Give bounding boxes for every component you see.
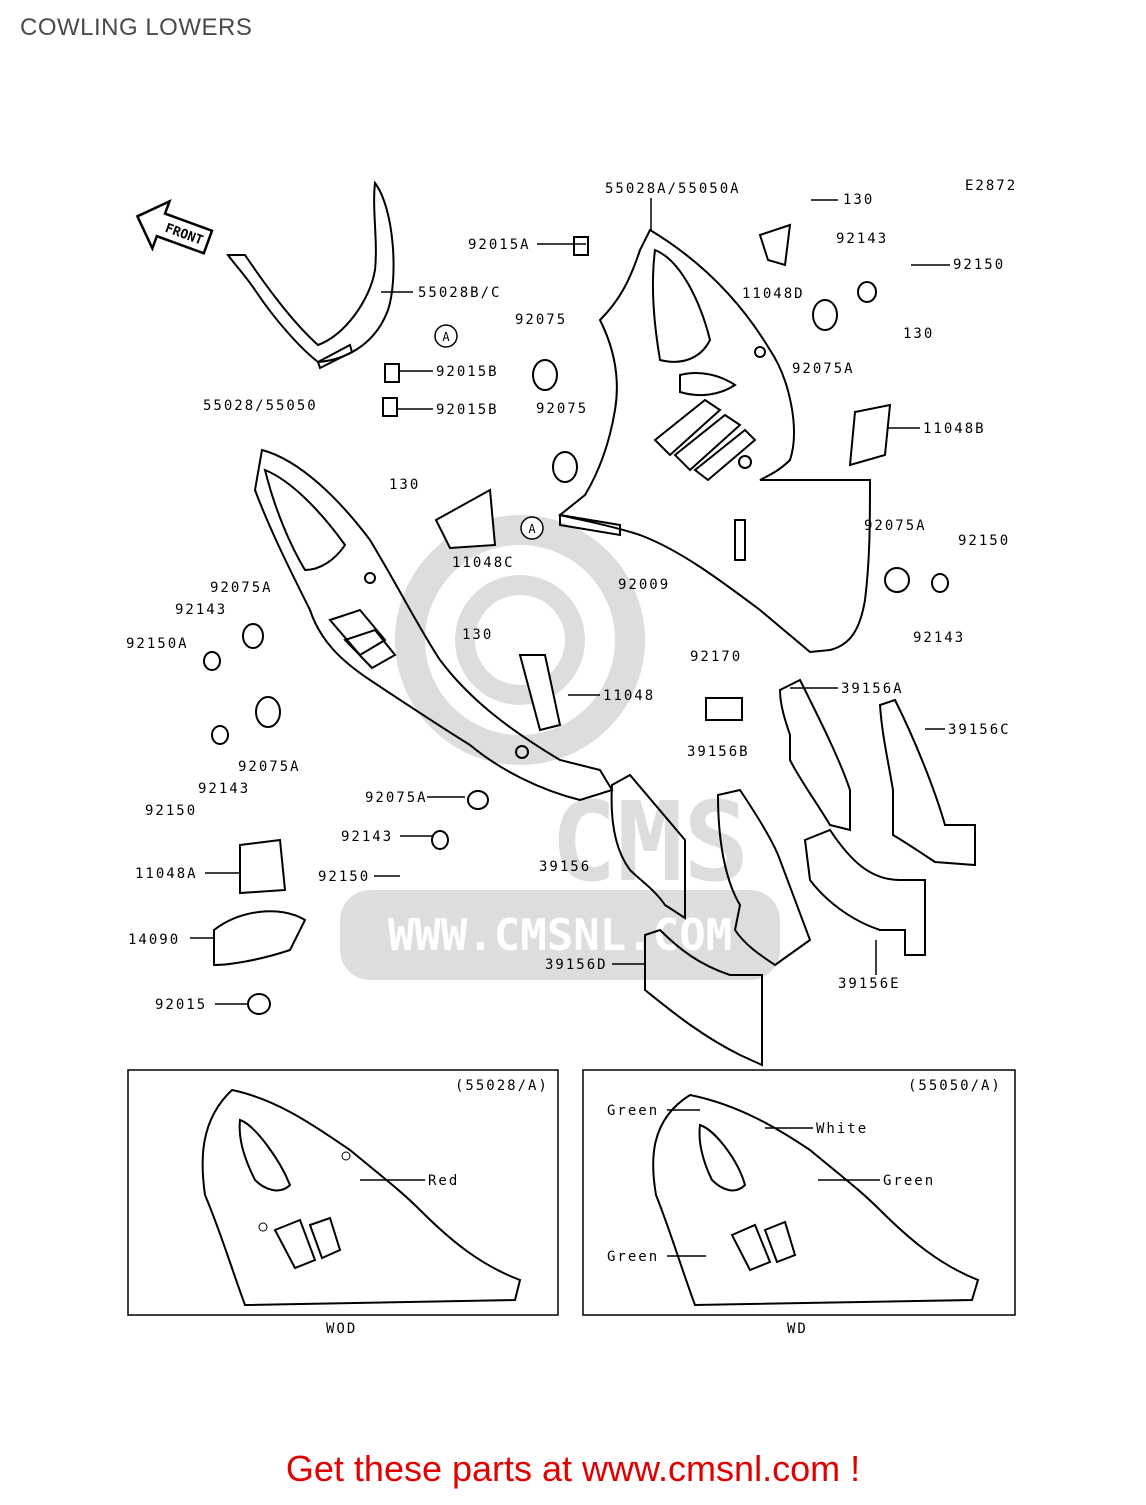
callout-label: 92150 <box>953 257 1005 273</box>
fairing-right <box>557 228 872 654</box>
callout-label: 92009 <box>618 577 670 593</box>
callout-label: 39156B <box>687 744 750 760</box>
callout-label: 39156E <box>838 976 901 992</box>
callout-label: 92143 <box>913 630 965 646</box>
callout-label: 55028/55050 <box>203 398 318 414</box>
callout-label: 39156C <box>948 722 1011 738</box>
callout-label: 92015B <box>436 364 499 380</box>
callout-label: 11048C <box>452 555 515 571</box>
marker-a-label: A <box>442 330 450 344</box>
callout-label: 55028A/55050A <box>605 181 741 197</box>
inset-variant-wod: (55028/A) Red WOD <box>127 1069 559 1337</box>
callout-label: 92143 <box>341 829 393 845</box>
callout-label: 92075A <box>365 790 428 806</box>
page-title: COWLING LOWERS <box>20 14 253 41</box>
callout-label: 92150 <box>958 533 1010 549</box>
inset-color-label: White <box>816 1121 868 1137</box>
inset-color-label: Green <box>607 1103 659 1119</box>
callout-label: 130 <box>903 326 934 342</box>
callout-label: 92143 <box>836 231 888 247</box>
callout-label: 92075A <box>792 361 855 377</box>
callout-label: 92143 <box>198 781 250 797</box>
front-arrow: FRONT <box>135 198 214 255</box>
callout-label: 92150 <box>318 869 370 885</box>
cowl-inner-panel <box>226 180 395 370</box>
inset-color-label: Green <box>607 1249 659 1265</box>
inset-code: (55050/A) <box>908 1078 1002 1094</box>
footer-link[interactable]: Get these parts at www.cmsnl.com ! <box>285 1448 861 1489</box>
inset-color-label: Red <box>428 1173 459 1189</box>
callout-label: 92075 <box>515 312 567 328</box>
callout-label: 92170 <box>690 649 742 665</box>
callout-label: 11048D <box>742 286 805 302</box>
callout-label: 39156 <box>539 859 591 875</box>
callout-label: 39156D <box>545 957 608 973</box>
callout-label: 92015A <box>468 237 531 253</box>
callout-label: 92015 <box>155 997 207 1013</box>
callout-label: 11048 <box>603 688 655 704</box>
callout-label: 92015B <box>436 402 499 418</box>
callout-label: 92075A <box>210 580 273 596</box>
part-callouts: 55028A/55050A 130 92150 92143 11048D 920… <box>126 181 1011 1013</box>
inset-color-label: Green <box>883 1173 935 1189</box>
inset-variant: WD <box>787 1321 808 1337</box>
inset-variant-wd: (55050/A) Green White Green Green WD <box>582 1069 1016 1337</box>
callout-label: 92075A <box>238 759 301 775</box>
callout-label: 92143 <box>175 602 227 618</box>
hardware-parts <box>203 223 949 1015</box>
diagram-code: E2872 <box>965 178 1017 194</box>
watermark: WWW.CMSNL.COM CMS <box>340 515 780 980</box>
fairing-left <box>253 448 614 802</box>
leader-lines <box>190 198 950 1005</box>
callout-label: 14090 <box>128 932 180 948</box>
callout-label: 92150A <box>126 636 189 652</box>
inset-code: (55028/A) <box>455 1078 549 1094</box>
callout-label: 39156A <box>841 681 904 697</box>
callout-label: 92075 <box>536 401 588 417</box>
reference-markers: A A <box>434 324 544 540</box>
callout-label: 130 <box>843 192 874 208</box>
callout-label: 92075A <box>864 518 927 534</box>
callout-label: 130 <box>389 477 420 493</box>
callout-label: 11048A <box>135 866 198 882</box>
callout-label: 130 <box>462 627 493 643</box>
callout-label: 11048B <box>923 421 986 437</box>
watermark-text: WWW.CMSNL.COM <box>388 910 732 961</box>
callout-label: 92150 <box>145 803 197 819</box>
inner-panels <box>610 678 976 1067</box>
callout-label: 55028B/C <box>418 285 501 301</box>
marker-a-label: A <box>528 522 536 536</box>
inset-variant: WOD <box>326 1321 357 1337</box>
